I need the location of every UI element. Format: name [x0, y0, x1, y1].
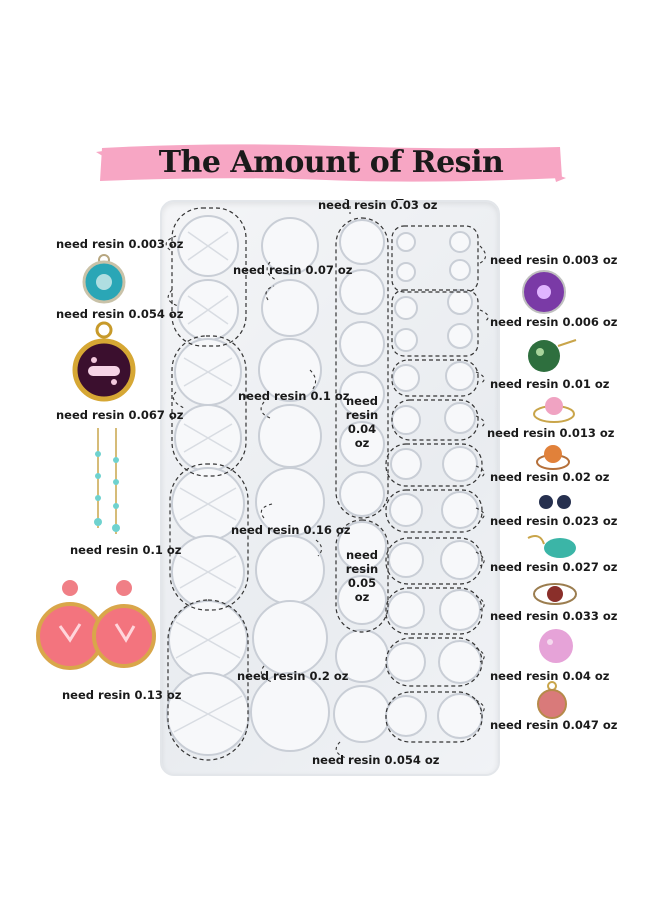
cavity	[449, 231, 471, 253]
mold-cavities	[166, 207, 483, 761]
pink-brush-stroke	[96, 144, 566, 182]
label-right-4: need resin 0.013 oz	[487, 426, 615, 440]
label-right-3: need resin 0.01 oz	[490, 377, 610, 391]
cavity	[442, 446, 478, 482]
label-line: need	[345, 394, 379, 408]
coral-earrings-image	[36, 580, 156, 670]
rose-pendant-image	[537, 681, 567, 719]
label-mid-3: need resin 0.16 oz	[231, 523, 351, 537]
cavity	[261, 217, 319, 275]
label-line: resin	[345, 408, 379, 422]
label-mid-1: need resin 0.07 oz	[233, 263, 353, 277]
label-line: 0.05 oz	[347, 576, 377, 604]
cavity	[339, 269, 385, 315]
label-left-5: need resin 0.13 oz	[62, 688, 182, 702]
cavity	[339, 321, 385, 367]
cavity	[250, 672, 330, 752]
cavity	[388, 542, 424, 578]
cavity	[444, 402, 476, 434]
label-mid-4: need resin 0.2 oz	[237, 669, 349, 683]
cavity	[261, 279, 319, 337]
label-mid-5: need resin 0.04 oz	[340, 394, 384, 450]
cavity	[396, 262, 416, 282]
cavity	[389, 493, 423, 527]
navy-stud-earrings-image	[539, 495, 571, 509]
cavity	[440, 540, 480, 580]
label-mid-2: need resin 0.1 oz	[238, 389, 350, 403]
label-line: need	[345, 548, 379, 562]
cavity	[339, 371, 385, 417]
purple-flower-pendant-image	[522, 270, 566, 314]
cavity	[441, 491, 479, 529]
label-top-center: need resin 0.03 oz	[318, 198, 438, 212]
label-left-4: need resin 0.1 oz	[70, 543, 182, 557]
silicone-mold-tray	[160, 200, 500, 776]
label-mid-6: need resin 0.05 oz	[340, 548, 384, 604]
cavity	[390, 448, 422, 480]
cavity	[337, 521, 387, 571]
cavity	[258, 338, 322, 402]
cavity	[394, 328, 418, 352]
label-right-5: need resin 0.02 oz	[490, 470, 610, 484]
cavity	[449, 259, 471, 281]
label-line: 0.04 oz	[347, 422, 377, 450]
cavity	[445, 361, 475, 391]
label-right-2: need resin 0.006 oz	[490, 315, 618, 329]
love-pendant-image	[72, 321, 136, 402]
turquoise-earring-image	[527, 535, 576, 558]
label-right-8: need resin 0.033 oz	[490, 609, 618, 623]
cavity	[386, 642, 426, 682]
copper-ring-image	[536, 445, 570, 470]
cavity	[387, 591, 425, 629]
cavity	[339, 471, 385, 517]
bead-earrings-image	[94, 428, 120, 534]
cavity	[394, 296, 418, 320]
label-right-6: need resin 0.023 oz	[490, 514, 618, 528]
cavity	[392, 364, 420, 392]
cavity	[339, 219, 385, 265]
cavity	[339, 421, 385, 467]
label-line: resin	[345, 562, 379, 576]
label-left-2: need resin 0.054 oz	[56, 307, 184, 321]
label-right-10: need resin 0.047 oz	[490, 718, 618, 732]
label-left-3: need resin 0.067 oz	[56, 408, 184, 422]
label-left-1: need resin 0.003 oz	[56, 237, 184, 251]
label-right-9: need resin 0.04 oz	[490, 669, 610, 683]
cavity	[337, 575, 387, 625]
pink-ring-image	[533, 397, 575, 423]
label-right-1: need resin 0.003 oz	[490, 253, 618, 267]
cavity	[447, 323, 473, 349]
red-bracelet-image	[533, 583, 577, 605]
teal-pendant-image	[82, 254, 126, 304]
label-right-7: need resin 0.027 oz	[490, 560, 618, 574]
pink-dome-image	[539, 629, 573, 663]
label-bottom-center: need resin 0.054 oz	[312, 753, 440, 767]
cavity	[396, 232, 416, 252]
green-globe-earring-image	[528, 339, 577, 372]
